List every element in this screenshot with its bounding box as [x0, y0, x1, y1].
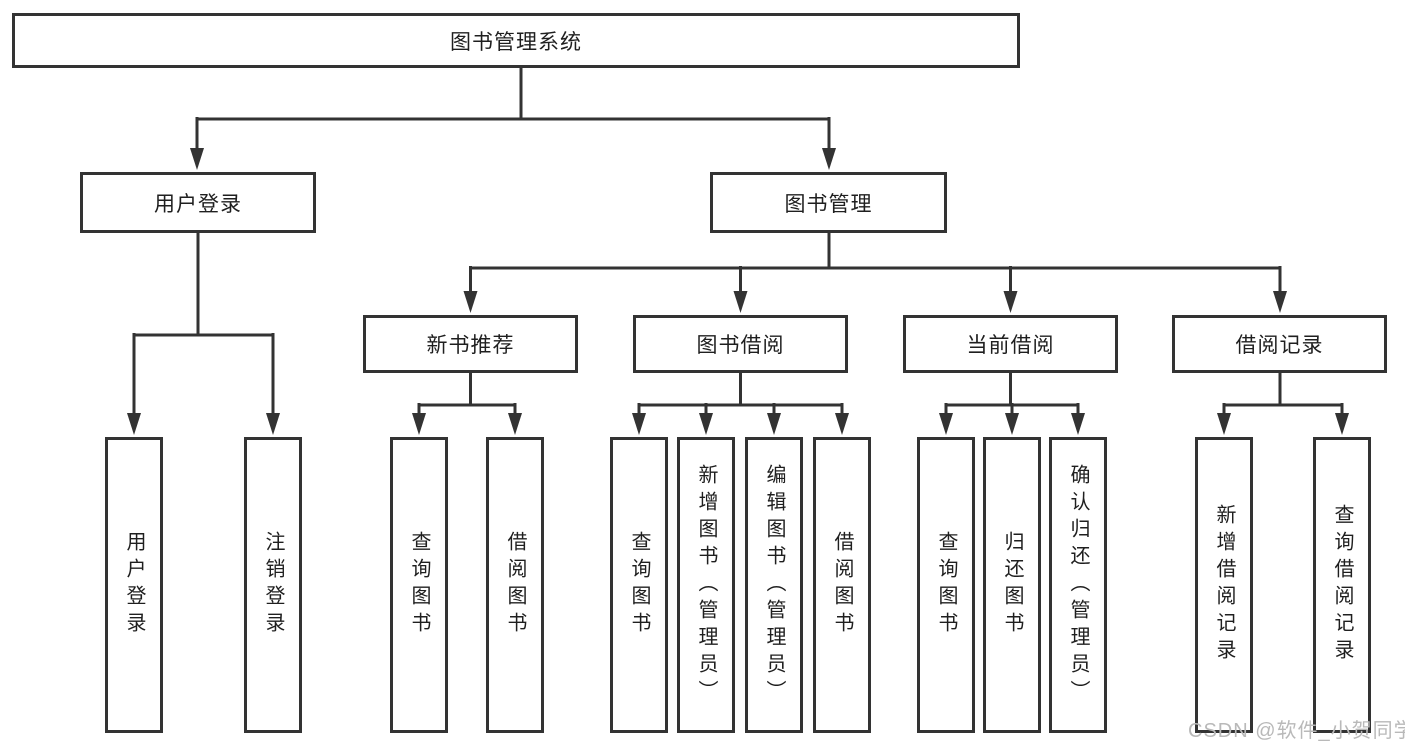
node-current-borrowing-label: 当前借阅 — [966, 334, 1055, 357]
leaf-logout-label: 注销登录 — [262, 531, 284, 639]
leaf-borrow-books-recommend: 借阅图书 — [486, 437, 544, 733]
arrowhead-group — [127, 148, 1349, 435]
leaf-edit-books-admin-label: 编辑图书（管理员） — [763, 463, 785, 707]
node-borrowing-records: 借阅记录 — [1172, 315, 1387, 373]
node-current-borrowing: 当前借阅 — [903, 315, 1118, 373]
node-user-login: 用户登录 — [80, 172, 316, 233]
leaf-query-borrow-record-label: 查询借阅记录 — [1331, 504, 1353, 666]
leaf-confirm-return-admin-label: 确认归还（管理员） — [1067, 463, 1089, 707]
node-root-system: 图书管理系统 — [12, 13, 1020, 68]
node-new-book-recommendation-label: 新书推荐 — [426, 334, 515, 357]
node-book-management: 图书管理 — [710, 172, 947, 233]
leaf-query-books-recommend-label: 查询图书 — [408, 531, 430, 639]
leaf-query-books-current: 查询图书 — [917, 437, 975, 733]
leaf-add-books-admin-label: 新增图书（管理员） — [695, 463, 717, 707]
node-book-management-label: 图书管理 — [784, 192, 873, 216]
leaf-return-books-label: 归还图书 — [1001, 531, 1023, 639]
node-root-label: 图书管理系统 — [450, 30, 582, 54]
node-new-book-recommendation: 新书推荐 — [363, 315, 578, 373]
leaf-add-borrow-record-label: 新增借阅记录 — [1213, 504, 1235, 666]
leaf-borrow-books-recommend-label: 借阅图书 — [504, 531, 526, 639]
node-book-borrowing: 图书借阅 — [633, 315, 848, 373]
leaf-borrow-books: 借阅图书 — [813, 437, 871, 733]
csdn-watermark: CSDN @软件_小贺同学 — [1188, 720, 1405, 742]
leaf-logout: 注销登录 — [244, 437, 302, 733]
leaf-confirm-return-admin: 确认归还（管理员） — [1049, 437, 1107, 733]
leaf-query-books-borrowing: 查询图书 — [610, 437, 668, 733]
leaf-borrow-books-label: 借阅图书 — [831, 531, 853, 639]
node-borrowing-records-label: 借阅记录 — [1235, 334, 1324, 357]
leaf-query-borrow-record: 查询借阅记录 — [1313, 437, 1371, 733]
node-book-borrowing-label: 图书借阅 — [696, 334, 785, 357]
leaf-add-borrow-record: 新增借阅记录 — [1195, 437, 1253, 733]
leaf-add-books-admin: 新增图书（管理员） — [677, 437, 735, 733]
leaf-user-login: 用户登录 — [105, 437, 163, 733]
leaf-edit-books-admin: 编辑图书（管理员） — [745, 437, 803, 733]
leaf-query-books-recommend: 查询图书 — [390, 437, 448, 733]
leaf-query-books-borrowing-label: 查询图书 — [628, 531, 650, 639]
leaf-query-books-current-label: 查询图书 — [935, 531, 957, 639]
leaf-return-books: 归还图书 — [983, 437, 1041, 733]
node-user-login-label: 用户登录 — [154, 192, 242, 216]
leaf-user-login-label: 用户登录 — [123, 531, 145, 639]
